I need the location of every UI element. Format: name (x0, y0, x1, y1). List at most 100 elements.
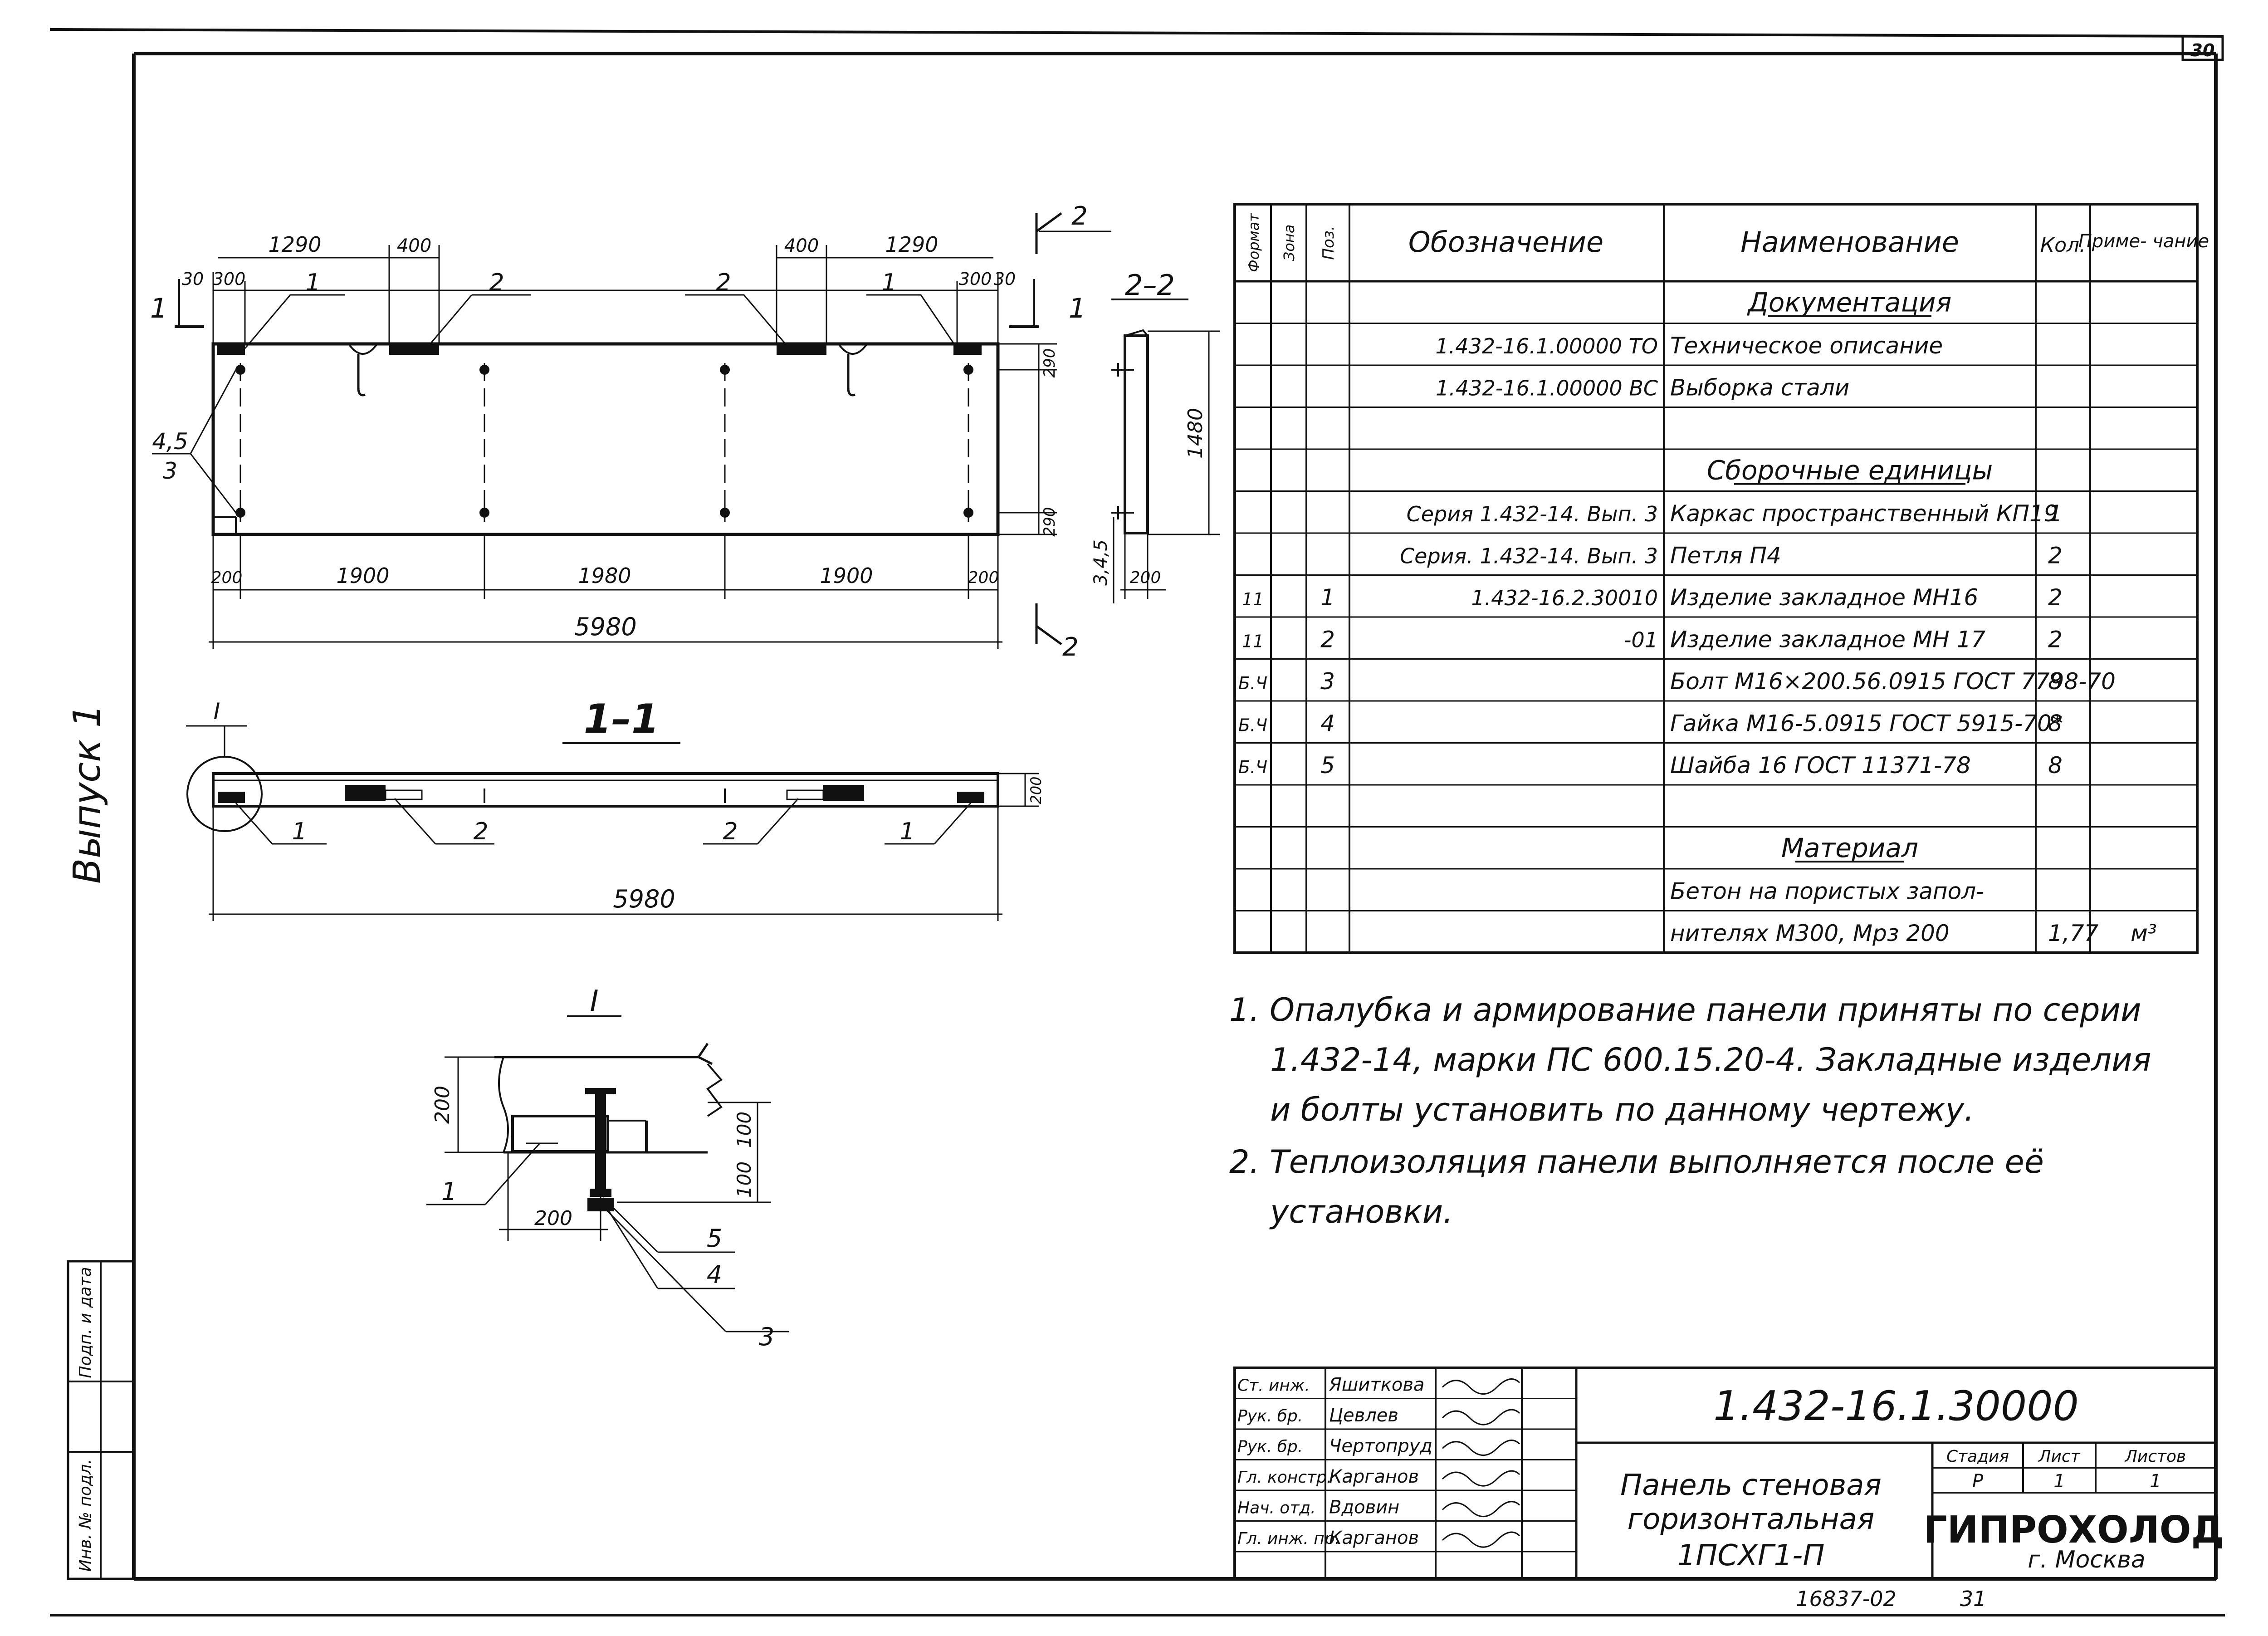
spec-cell-f: 11 (1242, 589, 1264, 609)
sheets-label: Листов (2124, 1447, 2186, 1466)
spec-cell-q: 1,77 (2048, 920, 2099, 946)
title-line-1: Панель стеновая (1620, 1469, 1882, 1502)
staff-name: Карганов (1329, 1528, 1419, 1548)
section-2-2-view (1111, 299, 1220, 603)
org-city: г. Москва (2028, 1546, 2146, 1573)
dim-200-left: 200 (211, 568, 243, 587)
spec-cell-n: Петля П4 (1670, 543, 1781, 569)
spec-cell-d: Серия 1.432-14. Вып. 3 (1407, 502, 1658, 526)
signature-scribble (1442, 1470, 1520, 1487)
staff-role: Ст. инж. (1237, 1376, 1310, 1395)
spec-cell-n: Шайба 16 ГОСТ 11371-78 (1670, 752, 1971, 779)
spec-cell-f: Б.Ч (1238, 715, 1267, 735)
note-line-5: установки. (1269, 1193, 1453, 1230)
staff-row: Рук. бр.Чертопруд (1237, 1436, 1520, 1457)
spec-cell-n: Гайка М16-5.0915 ГОСТ 5915-70* (1670, 710, 2063, 737)
section-overall-5980: 5980 (613, 885, 675, 913)
detail-dim-200-v: 200 (431, 1086, 454, 1124)
node-mark-I: I (214, 698, 220, 725)
spec-cell-n: Выборка стали (1670, 375, 1849, 401)
header-format: Формат (1245, 213, 1262, 272)
dim-290-top: 290 (1041, 348, 1059, 378)
section-callout-2-right: 2 (723, 818, 738, 845)
spec-cell-f: Б.Ч (1238, 757, 1267, 777)
dim-1290-right: 1290 (885, 232, 938, 257)
note-line-1: 1. Опалубка и армирование панели приняты… (1229, 991, 2141, 1029)
note-line-4: 2. Теплоизоляция панели выполняется посл… (1229, 1143, 2044, 1180)
section-mark-1-right: 1 (1069, 293, 1086, 324)
doc-number: 1.432-16.1.30000 (1713, 1382, 2078, 1430)
dim-30-left: 30 (182, 269, 204, 289)
staff-row: Гл. констр.Карганов (1237, 1466, 1520, 1487)
spec-cell-d: Серия. 1.432-14. Вып. 3 (1400, 544, 1658, 568)
side-stamp (67, 1260, 135, 1580)
stage-label: Стадия (1946, 1447, 2009, 1466)
section-callout-2-left: 2 (473, 818, 488, 845)
spec-row: Материал (1781, 833, 1918, 863)
section-callout-1-right: 1 (899, 818, 914, 845)
spec-cell-q: 8 (2048, 752, 2063, 779)
dim-400-right: 400 (784, 235, 819, 256)
section-1-1-view (186, 725, 1039, 921)
header-pos: Поз. (1320, 225, 1338, 260)
sheet-corner-number: 30 (2191, 40, 2215, 60)
spec-cell-q: 2 (2048, 627, 2063, 653)
vypusk-label: Выпуск 1 (66, 704, 109, 884)
spec-cell-n: Изделие закладное МН16 (1670, 584, 1978, 611)
stage-value: Р (1972, 1471, 1984, 1492)
spec-row: Сборочные единицы (1707, 455, 1993, 486)
dim-1290-left: 1290 (268, 232, 321, 257)
spec-row: 1.432-16.1.00000 ТО Техническое описание (1435, 333, 1943, 359)
header-note: Приме- чание (2078, 231, 2209, 252)
spec-row: Серия 1.432-14. Вып. 3 Каркас пространств… (1407, 500, 2063, 527)
spec-cell-n: Техническое описание (1670, 333, 1943, 359)
spec-row: 1.432-16.1.00000 ВС Выборка стали (1436, 375, 1849, 401)
callout-3-4-5: 3,4,5 (1090, 539, 1111, 586)
dim-overall-5980: 5980 (574, 612, 636, 641)
header-zone: Зона (1281, 225, 1298, 261)
spec-cell-n: Материал (1781, 833, 1918, 863)
org-name: ГИПРОХОЛОД (1923, 1509, 2224, 1552)
staff-name: Карганов (1329, 1466, 1419, 1487)
spec-cell-d: 1.432-16.1.00000 ВС (1436, 376, 1658, 401)
dim-1900-left: 1900 (336, 563, 389, 588)
header-designation: Обозначение (1408, 225, 1603, 259)
dim-300-right: 300 (959, 269, 992, 289)
detail-I-view (426, 1015, 789, 1332)
spec-cell-d: -01 (1624, 628, 1658, 652)
spec-cell-q: 8 (2048, 710, 2063, 737)
title-line-3: 1ПСХГ1-П (1677, 1539, 1825, 1572)
signature-scribble (1442, 1440, 1520, 1456)
spec-cell-p: 1 (1320, 584, 1335, 611)
callout-pos-2-right: 2 (716, 269, 731, 296)
signature-scribble (1442, 1378, 1520, 1395)
dim-30-right: 30 (994, 269, 1016, 289)
dim-1900-right: 1900 (820, 563, 873, 588)
spec-cell-n: Изделие закладное МН 17 (1670, 627, 1985, 653)
spec-cell-p: 4 (1320, 710, 1335, 737)
callout-pos-1-right: 1 (881, 269, 896, 296)
title-block-grid (1233, 1367, 2217, 1580)
spec-cell-q: 8 (2048, 668, 2063, 695)
spec-cell-n: Каркас пространственный КП19 (1670, 500, 2058, 527)
staff-role: Нач. отд. (1237, 1499, 1316, 1518)
spec-cell-d: 1.432-16.1.00000 ТО (1435, 334, 1658, 358)
sheets-value: 1 (2150, 1471, 2161, 1492)
signature-scribble (1442, 1531, 1520, 1548)
spec-cell-q: 2 (2048, 584, 2063, 611)
callout-pos-1-left: 1 (305, 269, 320, 296)
footer-code: 16837-02 (1796, 1587, 1896, 1611)
spec-cell-d: 1.432-16.2.30010 (1471, 586, 1658, 610)
spec-cell-f: Б.Ч (1238, 673, 1267, 693)
elevation-view (152, 212, 1111, 649)
title-line-2: горизонтальная (1628, 1503, 1875, 1536)
dim-thickness-200: 200 (1027, 776, 1045, 804)
spec-cell-n: Бетон на пористых запол- (1670, 878, 1984, 905)
dim-1480: 1480 (1184, 408, 1207, 459)
header-qty: Кол. (2040, 234, 2086, 257)
